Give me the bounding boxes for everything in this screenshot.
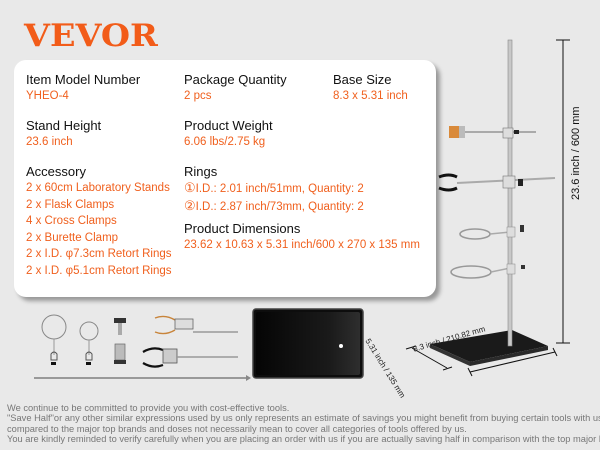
product-weight-label: Product Weight <box>184 118 273 133</box>
package-quantity-label: Package Quantity <box>184 72 287 87</box>
disclaimer: We continue to be committed to provide y… <box>7 403 600 444</box>
stand-height-value: 23.6 inch <box>26 136 73 148</box>
large-retort-ring-icon <box>41 314 67 365</box>
rings: Rings ①I.D.: 2.01 inch/51mm, Quantity: 2… <box>184 164 364 215</box>
spec-card: Item Model Number YHEO-4 Package Quantit… <box>14 60 436 297</box>
stand-height-label: Stand Height <box>26 118 102 133</box>
product-dimensions-value: 23.62 x 10.63 x 5.31 inch/600 x 270 x 13… <box>184 239 420 251</box>
accessory-item: 2 x Burette Clamp <box>26 231 119 244</box>
accessory-label: Accessory <box>26 164 86 179</box>
lab-stand-icon <box>430 39 556 366</box>
burette-clamp-icon <box>154 315 238 335</box>
disclaimer-line: We continue to be committed to provide y… <box>7 403 290 413</box>
package-quantity: Package Quantity 2 pcs <box>184 72 287 105</box>
product-weight: Product Weight 6.06 lbs/2.75 kg <box>184 118 273 151</box>
ring-text: I.D.: 2.87 inch/73mm, Quantity: 2 <box>195 200 364 213</box>
base-width-dimension-line <box>405 345 453 371</box>
height-dimension-line <box>556 39 570 344</box>
base-plate-icon <box>252 308 364 379</box>
ring-item: ①I.D.: 2.01 inch/51mm, Quantity: 2 <box>184 180 364 198</box>
ring-text: I.D.: 2.01 inch/51mm, Quantity: 2 <box>195 183 364 195</box>
height-dimension-label: 23.6 inch / 600 mm <box>570 106 582 200</box>
rings-label: Rings <box>184 164 218 179</box>
ring-number-2: ② <box>184 197 196 213</box>
item-model-number: Item Model Number YHEO-4 <box>26 72 140 105</box>
ring-item: ②I.D.: 2.87 inch/73mm, Quantity: 2 <box>184 198 364 216</box>
disclaimer-line: "Save Half"or any other similar expressi… <box>7 413 600 424</box>
vevor-logo: VEVOR <box>24 18 158 54</box>
stand-rod-icon <box>34 375 251 381</box>
small-retort-ring-icon <box>79 321 99 365</box>
item-model-number-label: Item Model Number <box>26 72 141 87</box>
product-weight-value: 6.06 lbs/2.75 kg <box>184 136 266 148</box>
base-size-value: 8.3 x 5.31 inch <box>333 90 408 102</box>
accessory-item: 2 x I.D. φ5.1cm Retort Rings <box>26 264 172 277</box>
product-dimensions: Product Dimensions 23.62 x 10.63 x 5.31 … <box>184 221 420 254</box>
accessory-item: 4 x Cross Clamps <box>26 215 117 227</box>
product-dimensions-label: Product Dimensions <box>184 221 301 236</box>
accessory-item: 2 x Flask Clamps <box>26 198 115 211</box>
stand-height: Stand Height 23.6 inch <box>26 118 101 151</box>
item-model-number-value: YHEO-4 <box>26 90 69 102</box>
accessory-item: 2 x 60cm Laboratory Stands <box>26 182 170 194</box>
disclaimer-line: You are kindly reminded to verify carefu… <box>7 433 600 444</box>
disclaimer-line: compared to the major top brands and dos… <box>7 423 467 434</box>
base-size-label: Base Size <box>333 72 392 87</box>
accessory-item: 2 x I.D. φ7.3cm Retort Rings <box>26 248 172 260</box>
flask-clamp-icon <box>142 347 238 368</box>
package-quantity-value: 2 pcs <box>184 90 212 102</box>
base-size: Base Size 8.3 x 5.31 inch <box>333 72 408 105</box>
base-length-dimension-line <box>467 347 558 377</box>
cross-clamp-icon <box>114 318 126 364</box>
accessory: Accessory 2 x 60cm Laboratory Stands 2 x… <box>26 164 172 279</box>
ring-number-1: ① <box>184 180 196 195</box>
